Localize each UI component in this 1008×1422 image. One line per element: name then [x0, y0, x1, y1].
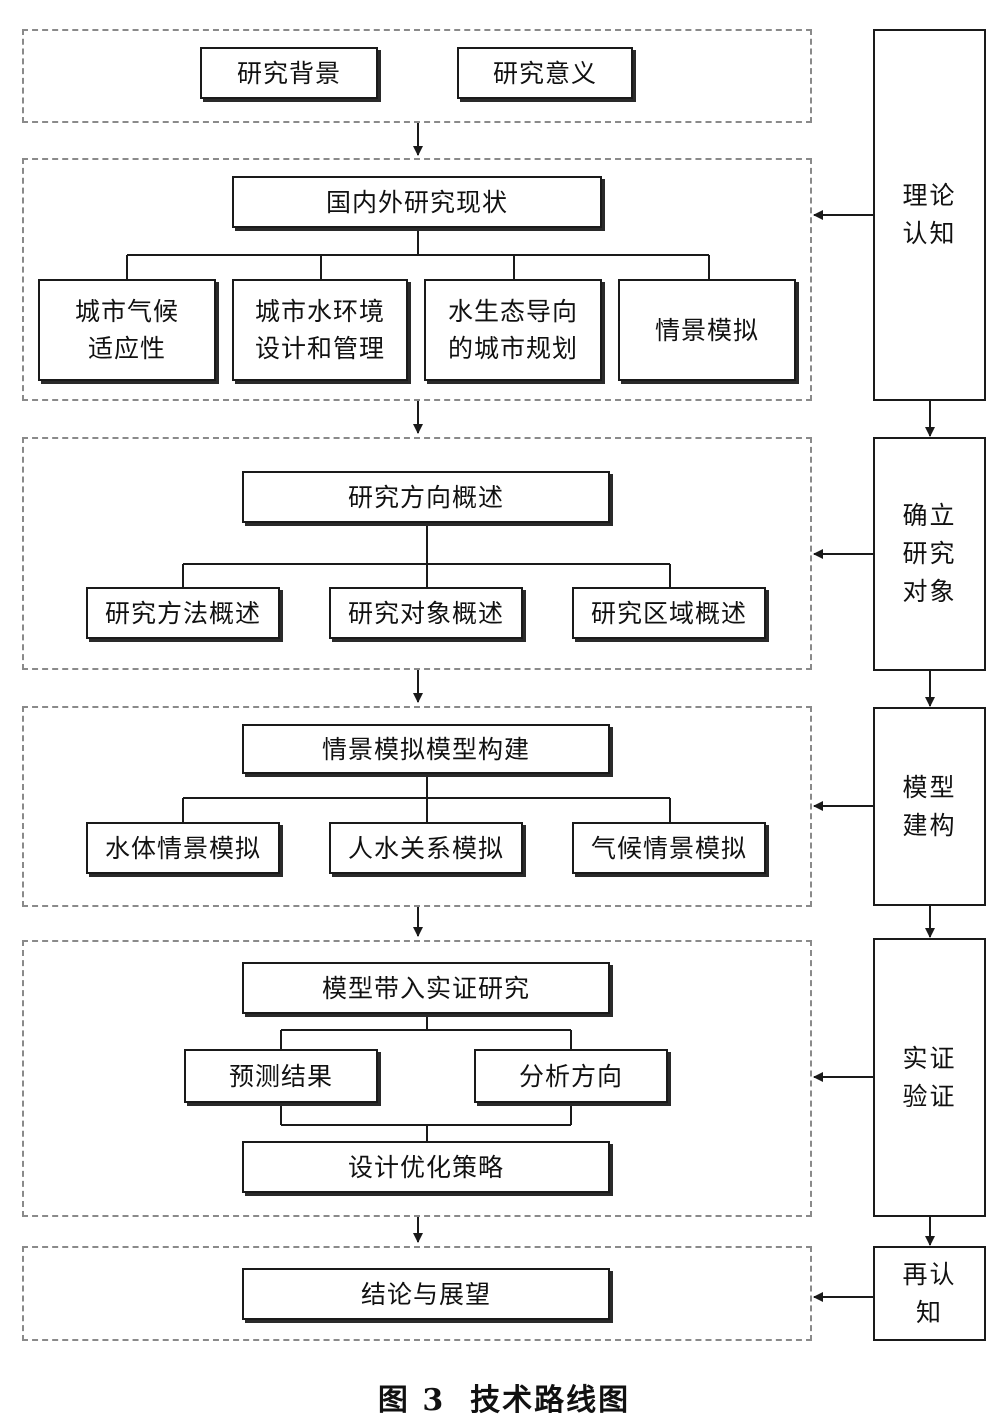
stage-group-validation: [22, 940, 812, 1217]
literature-review-box: 国内外研究现状: [232, 176, 602, 228]
human-water-box: 人水关系模拟: [329, 822, 523, 874]
stage-group-review: [22, 158, 812, 401]
prediction-result-box: 预测结果: [184, 1049, 378, 1103]
conclusion-box: 结论与展望: [242, 1268, 610, 1320]
climate-scenario-box: 气候情景模拟: [572, 822, 766, 874]
research-significance-box: 研究意义: [457, 47, 633, 99]
side-empirical-validation: 实证 验证: [873, 938, 986, 1217]
side-model-building: 模型 建构: [873, 707, 986, 906]
side-theory-cognition: 理论 认知: [873, 29, 986, 401]
stage-group-direction: [22, 437, 812, 670]
water-ecology-planning-box: 水生态导向 的城市规划: [424, 279, 602, 381]
climate-adaptation-box: 城市气候 适应性: [38, 279, 216, 381]
method-overview-box: 研究方法概述: [86, 587, 280, 639]
water-scenario-box: 水体情景模拟: [86, 822, 280, 874]
stage-group-background: [22, 29, 812, 123]
figure-caption: 图 3 技术路线图: [377, 1383, 631, 1418]
stage-group-model: [22, 706, 812, 907]
empirical-study-box: 模型带入实证研究: [242, 962, 610, 1014]
water-environment-design-box: 城市水环境 设计和管理: [232, 279, 408, 381]
object-overview-box: 研究对象概述: [329, 587, 523, 639]
design-optimization-box: 设计优化策略: [242, 1141, 610, 1193]
side-recognition: 再认 知: [873, 1246, 986, 1341]
research-direction-box: 研究方向概述: [242, 471, 610, 523]
research-background-box: 研究背景: [200, 47, 378, 99]
stage-group-conclusion: [22, 1246, 812, 1341]
model-construction-box: 情景模拟模型构建: [242, 724, 610, 774]
side-define-object: 确立 研究 对象: [873, 437, 986, 671]
analysis-direction-box: 分析方向: [474, 1049, 668, 1103]
scenario-simulation-box: 情景模拟: [618, 279, 796, 381]
region-overview-box: 研究区域概述: [572, 587, 766, 639]
